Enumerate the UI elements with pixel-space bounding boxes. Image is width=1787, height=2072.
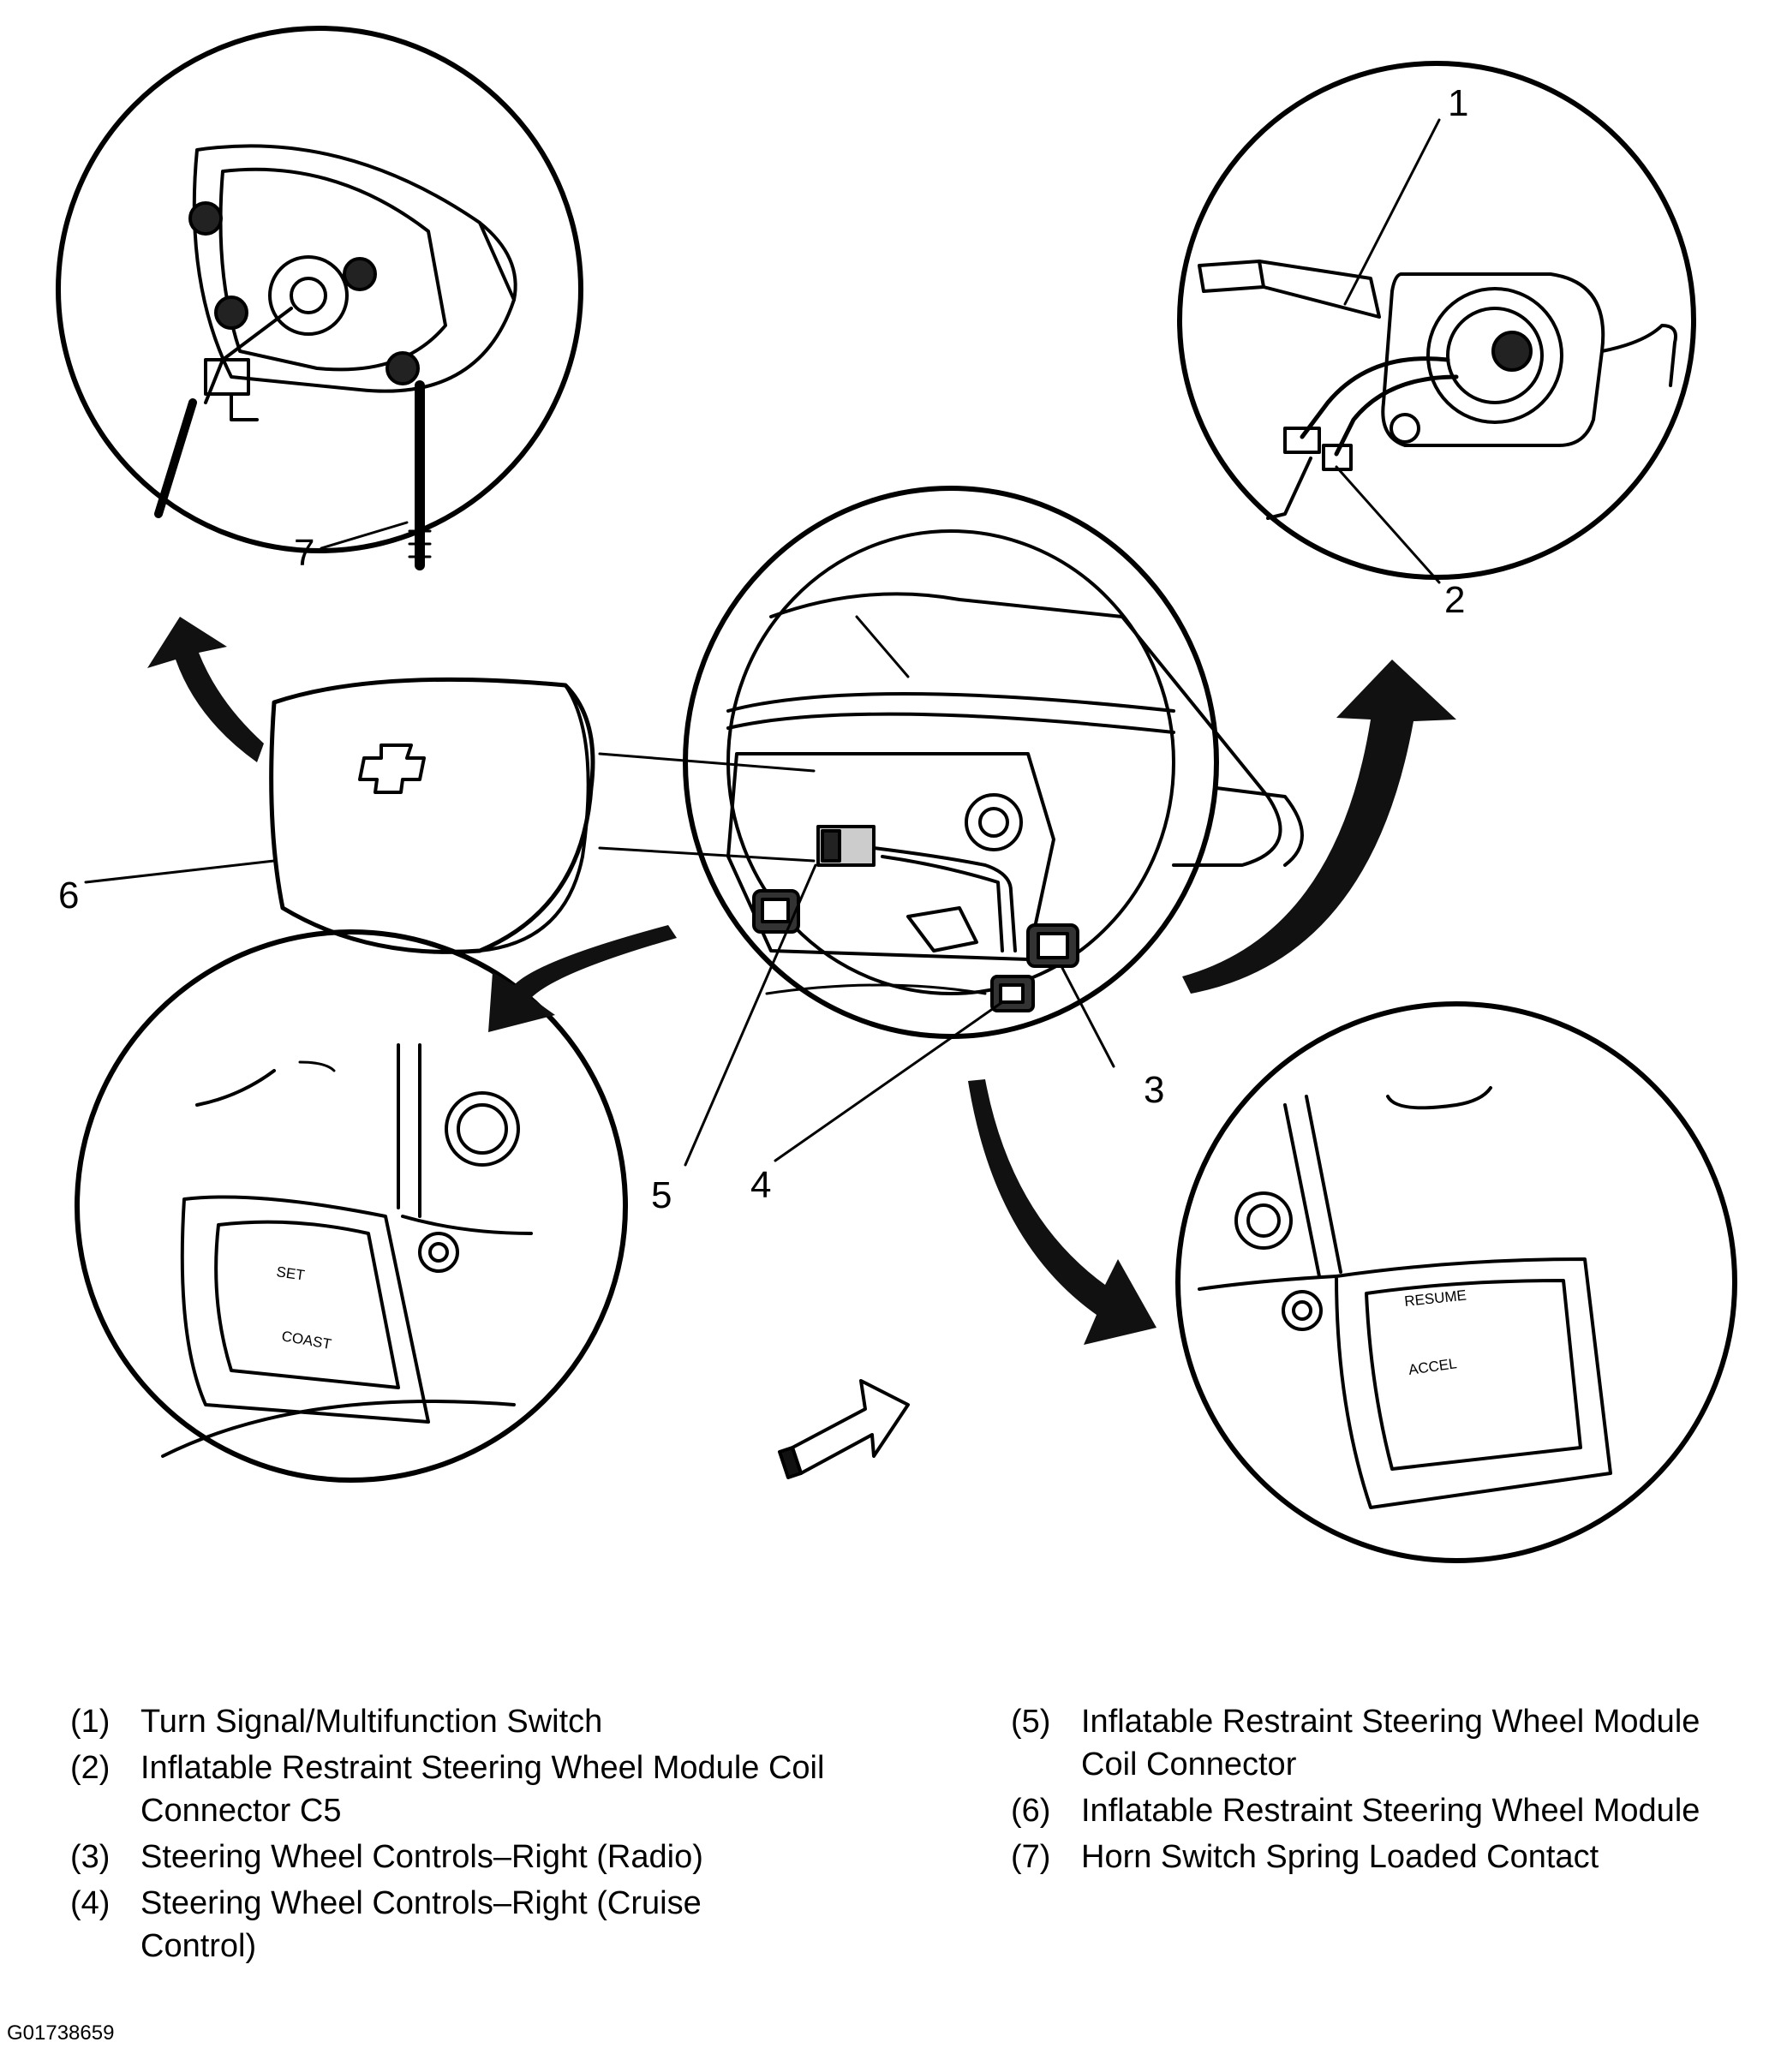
legend-number: (6) (1011, 1793, 1051, 1829)
legend-item: (6) Inflatable Restraint Steering Wheel … (1011, 1789, 1765, 1832)
detail-circle-resume-switch (1175, 1001, 1737, 1563)
legend-text: Turn Signal/Multifunction Switch (140, 1704, 603, 1740)
legend-text: Horn Switch Spring Loaded Contact (1081, 1839, 1599, 1875)
resume-label: RESUME (1403, 1287, 1467, 1309)
legend-number: (1) (70, 1704, 111, 1740)
legend-item: (2) Inflatable Restraint Steering Wheel … (70, 1747, 927, 1832)
legend-text: Steering Wheel Controls–Right (Cruise Co… (140, 1885, 702, 1964)
callout-2: 2 (1444, 579, 1465, 621)
legend-item: (4) Steering Wheel Controls–Right (Cruis… (70, 1882, 927, 1968)
callout-1: 1 (1448, 82, 1468, 124)
legend-number: (4) (70, 1885, 111, 1921)
straight-arrow-icon (778, 1379, 910, 1479)
callout-4: 4 (750, 1164, 771, 1206)
accel-label: ACCEL (1407, 1355, 1458, 1378)
legend-text: Inflatable Restraint Steering Wheel Modu… (140, 1750, 825, 1829)
legend-text: Inflatable Restraint Steering Wheel Modu… (1081, 1704, 1700, 1782)
legend-number: (7) (1011, 1839, 1051, 1875)
detail-circle-multifunction-switch (1177, 61, 1696, 584)
curved-arrow-icon (147, 617, 1456, 1345)
legend-text: Inflatable Restraint Steering Wheel Modu… (1081, 1793, 1700, 1829)
callout-6: 6 (58, 875, 79, 917)
legend-number: (5) (1011, 1704, 1051, 1740)
legend-item: (1) Turn Signal/Multifunction Switch (70, 1700, 927, 1743)
legend-number: (3) (70, 1839, 111, 1875)
leader-lines (84, 859, 1115, 1167)
figure-id: G01738659 (7, 2021, 115, 2045)
callout-5: 5 (651, 1174, 672, 1216)
legend-text: Steering Wheel Controls–Right (Radio) (140, 1839, 703, 1875)
legend-left-column: (1) Turn Signal/Multifunction Switch (2)… (70, 1700, 927, 1971)
steering-wheel-diagram: SET COAST RESUME ACCEL 1 2 3 4 5 6 7 (56, 26, 1737, 1563)
detail-circle-module-back (56, 26, 583, 570)
legend-number: (2) (70, 1750, 111, 1786)
callout-7: 7 (294, 532, 314, 574)
detail-circle-cruise-switch (75, 929, 628, 1483)
legend-item: (7) Horn Switch Spring Loaded Contact (1011, 1836, 1765, 1878)
legend-item: (5) Inflatable Restraint Steering Wheel … (1011, 1700, 1765, 1786)
coast-label: COAST (280, 1328, 332, 1352)
callout-3: 3 (1144, 1069, 1164, 1111)
steering-wheel-assembly (598, 486, 1304, 1039)
inflatable-module (269, 677, 595, 954)
legend-right-column: (5) Inflatable Restraint Steering Wheel … (1011, 1700, 1765, 1882)
set-label: SET (275, 1263, 305, 1283)
legend-item: (3) Steering Wheel Controls–Right (Radio… (70, 1836, 927, 1878)
